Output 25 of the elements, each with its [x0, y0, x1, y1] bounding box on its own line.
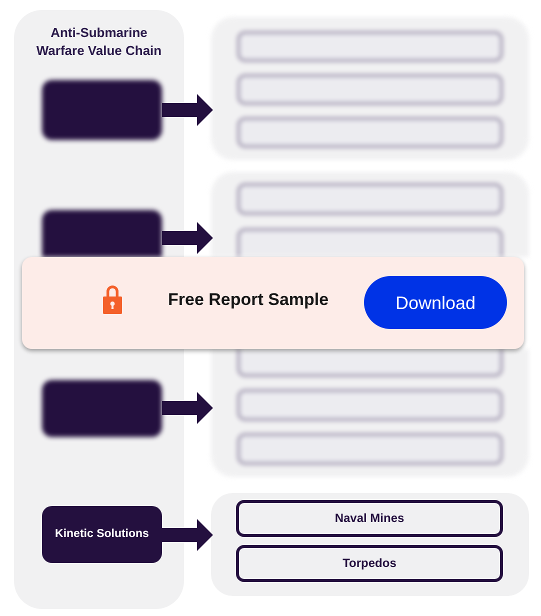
item-box: [237, 228, 503, 257]
blurred-category-box: [42, 80, 162, 140]
arrow: [162, 519, 213, 551]
item-box: [237, 74, 503, 105]
item-box: [237, 389, 503, 421]
category-box: [42, 506, 162, 563]
item-box: [237, 31, 503, 62]
item-box: [237, 349, 503, 377]
blurred-category-box: [42, 210, 162, 257]
item-box: [237, 433, 503, 465]
item-box: [237, 117, 503, 148]
blurred-category-box: [42, 380, 162, 437]
category-label: Kinetic Solutions: [54, 527, 150, 542]
arrow: [162, 222, 213, 254]
banner-title: Free Report Sample: [168, 289, 329, 311]
item-label: Naval Mines: [334, 511, 406, 526]
item-label: Torpedos: [342, 556, 398, 571]
arrow: [162, 94, 213, 126]
column-heading: Anti-Submarine Warfare Value Chain: [35, 24, 163, 60]
download-button: Download: [364, 276, 507, 329]
item-box: [236, 545, 503, 582]
item-box: [237, 183, 503, 215]
arrow: [162, 392, 213, 424]
group-panel: [211, 493, 529, 596]
item-box: [236, 500, 503, 537]
